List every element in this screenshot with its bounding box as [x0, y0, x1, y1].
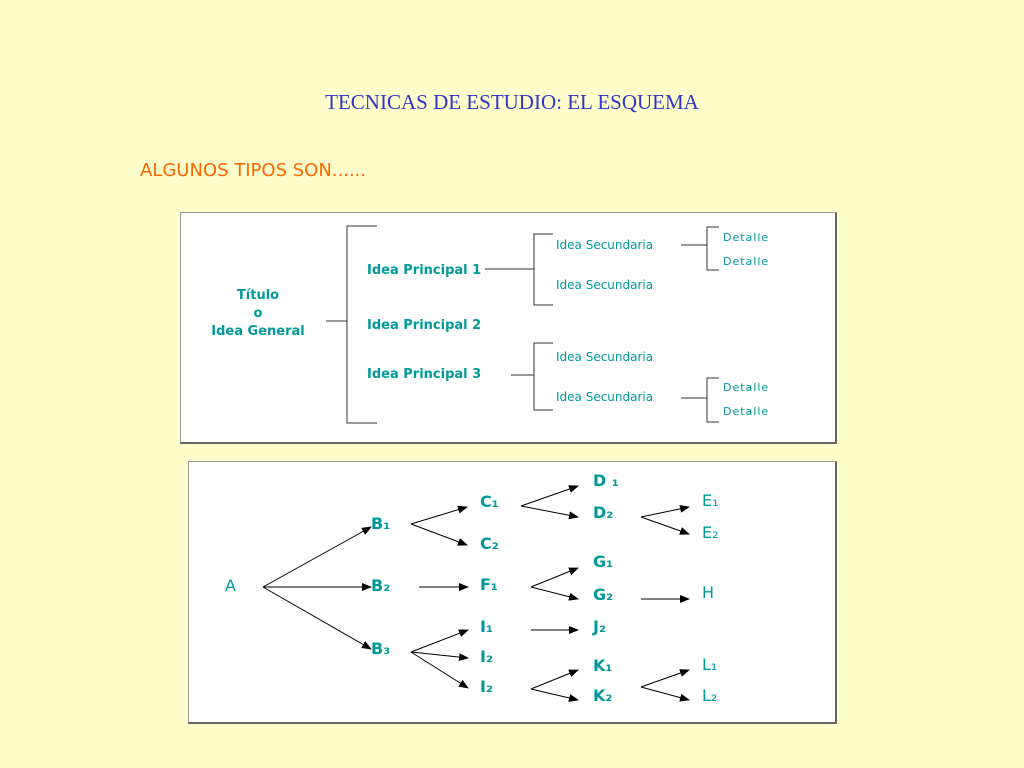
node-j2: J₂ [593, 617, 606, 636]
node-c1: C₁ [480, 492, 499, 511]
node-b2: B₂ [371, 576, 391, 595]
node-i1: I₁ [480, 617, 493, 636]
node-i2: I₂ [480, 647, 493, 666]
root-general-line: Idea General [211, 324, 305, 339]
bracket-scheme-panel: Título o Idea General Idea Principal 1 I… [180, 212, 837, 444]
node-b1: B₁ [371, 514, 391, 533]
detail-item: Detalle [723, 405, 770, 418]
arrow-scheme-panel: A B₁ B₂ B₃ C₁ C₂ D ₁ D₂ E₁ E₂ F₁ G₁ G₂ H… [188, 461, 837, 724]
node-k2: K₂ [593, 686, 613, 705]
arrow-lines [262, 485, 690, 702]
principal-idea-1: Idea Principal 1 [367, 263, 482, 278]
root-connector-line: o [253, 306, 263, 321]
secondary-idea: Idea Secundaria [556, 238, 654, 252]
slide-subtitle: ALGUNOS TIPOS SON...... [140, 160, 367, 181]
node-c2: C₂ [480, 534, 499, 553]
node-l1: L₁ [702, 655, 718, 674]
secondary-idea: Idea Secundaria [556, 350, 654, 364]
node-d2: D₂ [593, 503, 614, 522]
node-h: H [702, 583, 715, 602]
root-title-line: Título [236, 288, 280, 303]
slide-title: TECNICAS DE ESTUDIO: EL ESQUEMA [325, 90, 699, 114]
node-f1: F₁ [480, 575, 498, 594]
secondary-idea: Idea Secundaria [556, 390, 654, 404]
detail-item: Detalle [723, 255, 770, 268]
secondary-idea: Idea Secundaria [556, 278, 654, 292]
node-g1: G₁ [593, 552, 614, 571]
principal-idea-2: Idea Principal 2 [367, 318, 482, 333]
node-d1: D ₁ [593, 471, 619, 490]
node-a: A [225, 576, 236, 595]
detail-item: Detalle [723, 381, 770, 394]
node-k1: K₁ [593, 656, 613, 675]
node-l2: L₂ [702, 686, 718, 705]
node-e2: E₂ [702, 523, 719, 542]
detail-item: Detalle [723, 231, 770, 244]
node-g2: G₂ [593, 585, 614, 604]
principal-idea-3: Idea Principal 3 [367, 367, 482, 382]
node-i2-lower: I₂ [480, 677, 493, 696]
bracket-lines [326, 225, 719, 424]
node-e1: E₁ [702, 491, 719, 510]
node-b3: B₃ [371, 639, 391, 658]
